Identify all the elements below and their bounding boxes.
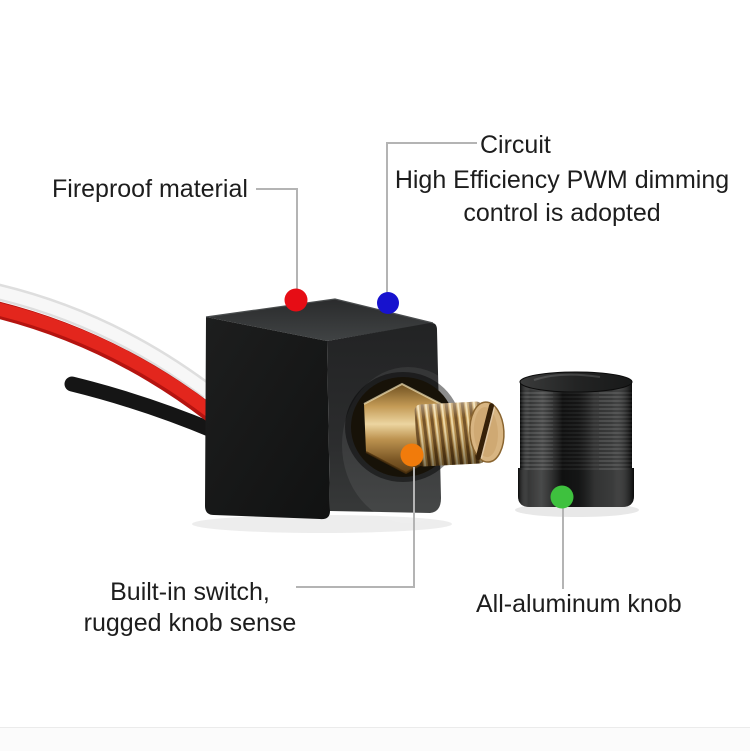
hex-nut-highlight: [363, 382, 442, 405]
knob-body-shading: [520, 382, 632, 470]
knurled-shaft: [414, 401, 505, 467]
circuit-description-line2: control is adopted: [463, 199, 661, 227]
box-shadow: [192, 515, 452, 533]
builtin-switch-line2: rugged knob sense: [83, 609, 297, 637]
circuit-description-label: High Efficiency PWM dimming control is a…: [394, 164, 730, 230]
knob-top-cap: [519, 371, 633, 393]
fireproof-leader-line: [256, 188, 298, 290]
fireproof-marker-dot: [284, 288, 308, 312]
power-wires: [0, 283, 222, 439]
screw-slot: [475, 403, 495, 461]
box-top-edge-highlight: [205, 298, 434, 324]
leader-lines: [256, 142, 564, 589]
white-wire: [0, 286, 212, 397]
builtin-switch-line1: Built-in switch,: [110, 578, 270, 606]
box-left-face: [205, 317, 330, 520]
knob-base-shading: [518, 468, 634, 507]
aluminum-knob-label: All-aluminum knob: [476, 590, 682, 618]
knob-top-sheen: [533, 373, 601, 381]
circuit-title-label: Circuit: [480, 131, 551, 159]
circuit-leader-line: [386, 142, 477, 293]
potentiometer-shaft: [345, 372, 505, 482]
black-wire: [64, 376, 222, 439]
circuit-marker-dot: [377, 292, 399, 314]
aluminum-marker-dot: [550, 485, 574, 509]
screw-slot-highlight: [480, 406, 496, 459]
aluminum-knob: [518, 371, 634, 507]
builtin-switch-label: Built-in switch, rugged knob sense: [65, 577, 315, 639]
builtin-marker-dot: [400, 443, 424, 467]
builtin-leader-line: [296, 467, 415, 588]
circuit-description-line1: High Efficiency PWM dimming: [394, 166, 730, 194]
knurled-shaft-shading: [414, 401, 486, 467]
page-bottom-divider: [0, 727, 750, 751]
fireproof-label: Fireproof material: [52, 175, 248, 203]
red-wire: [0, 302, 215, 418]
